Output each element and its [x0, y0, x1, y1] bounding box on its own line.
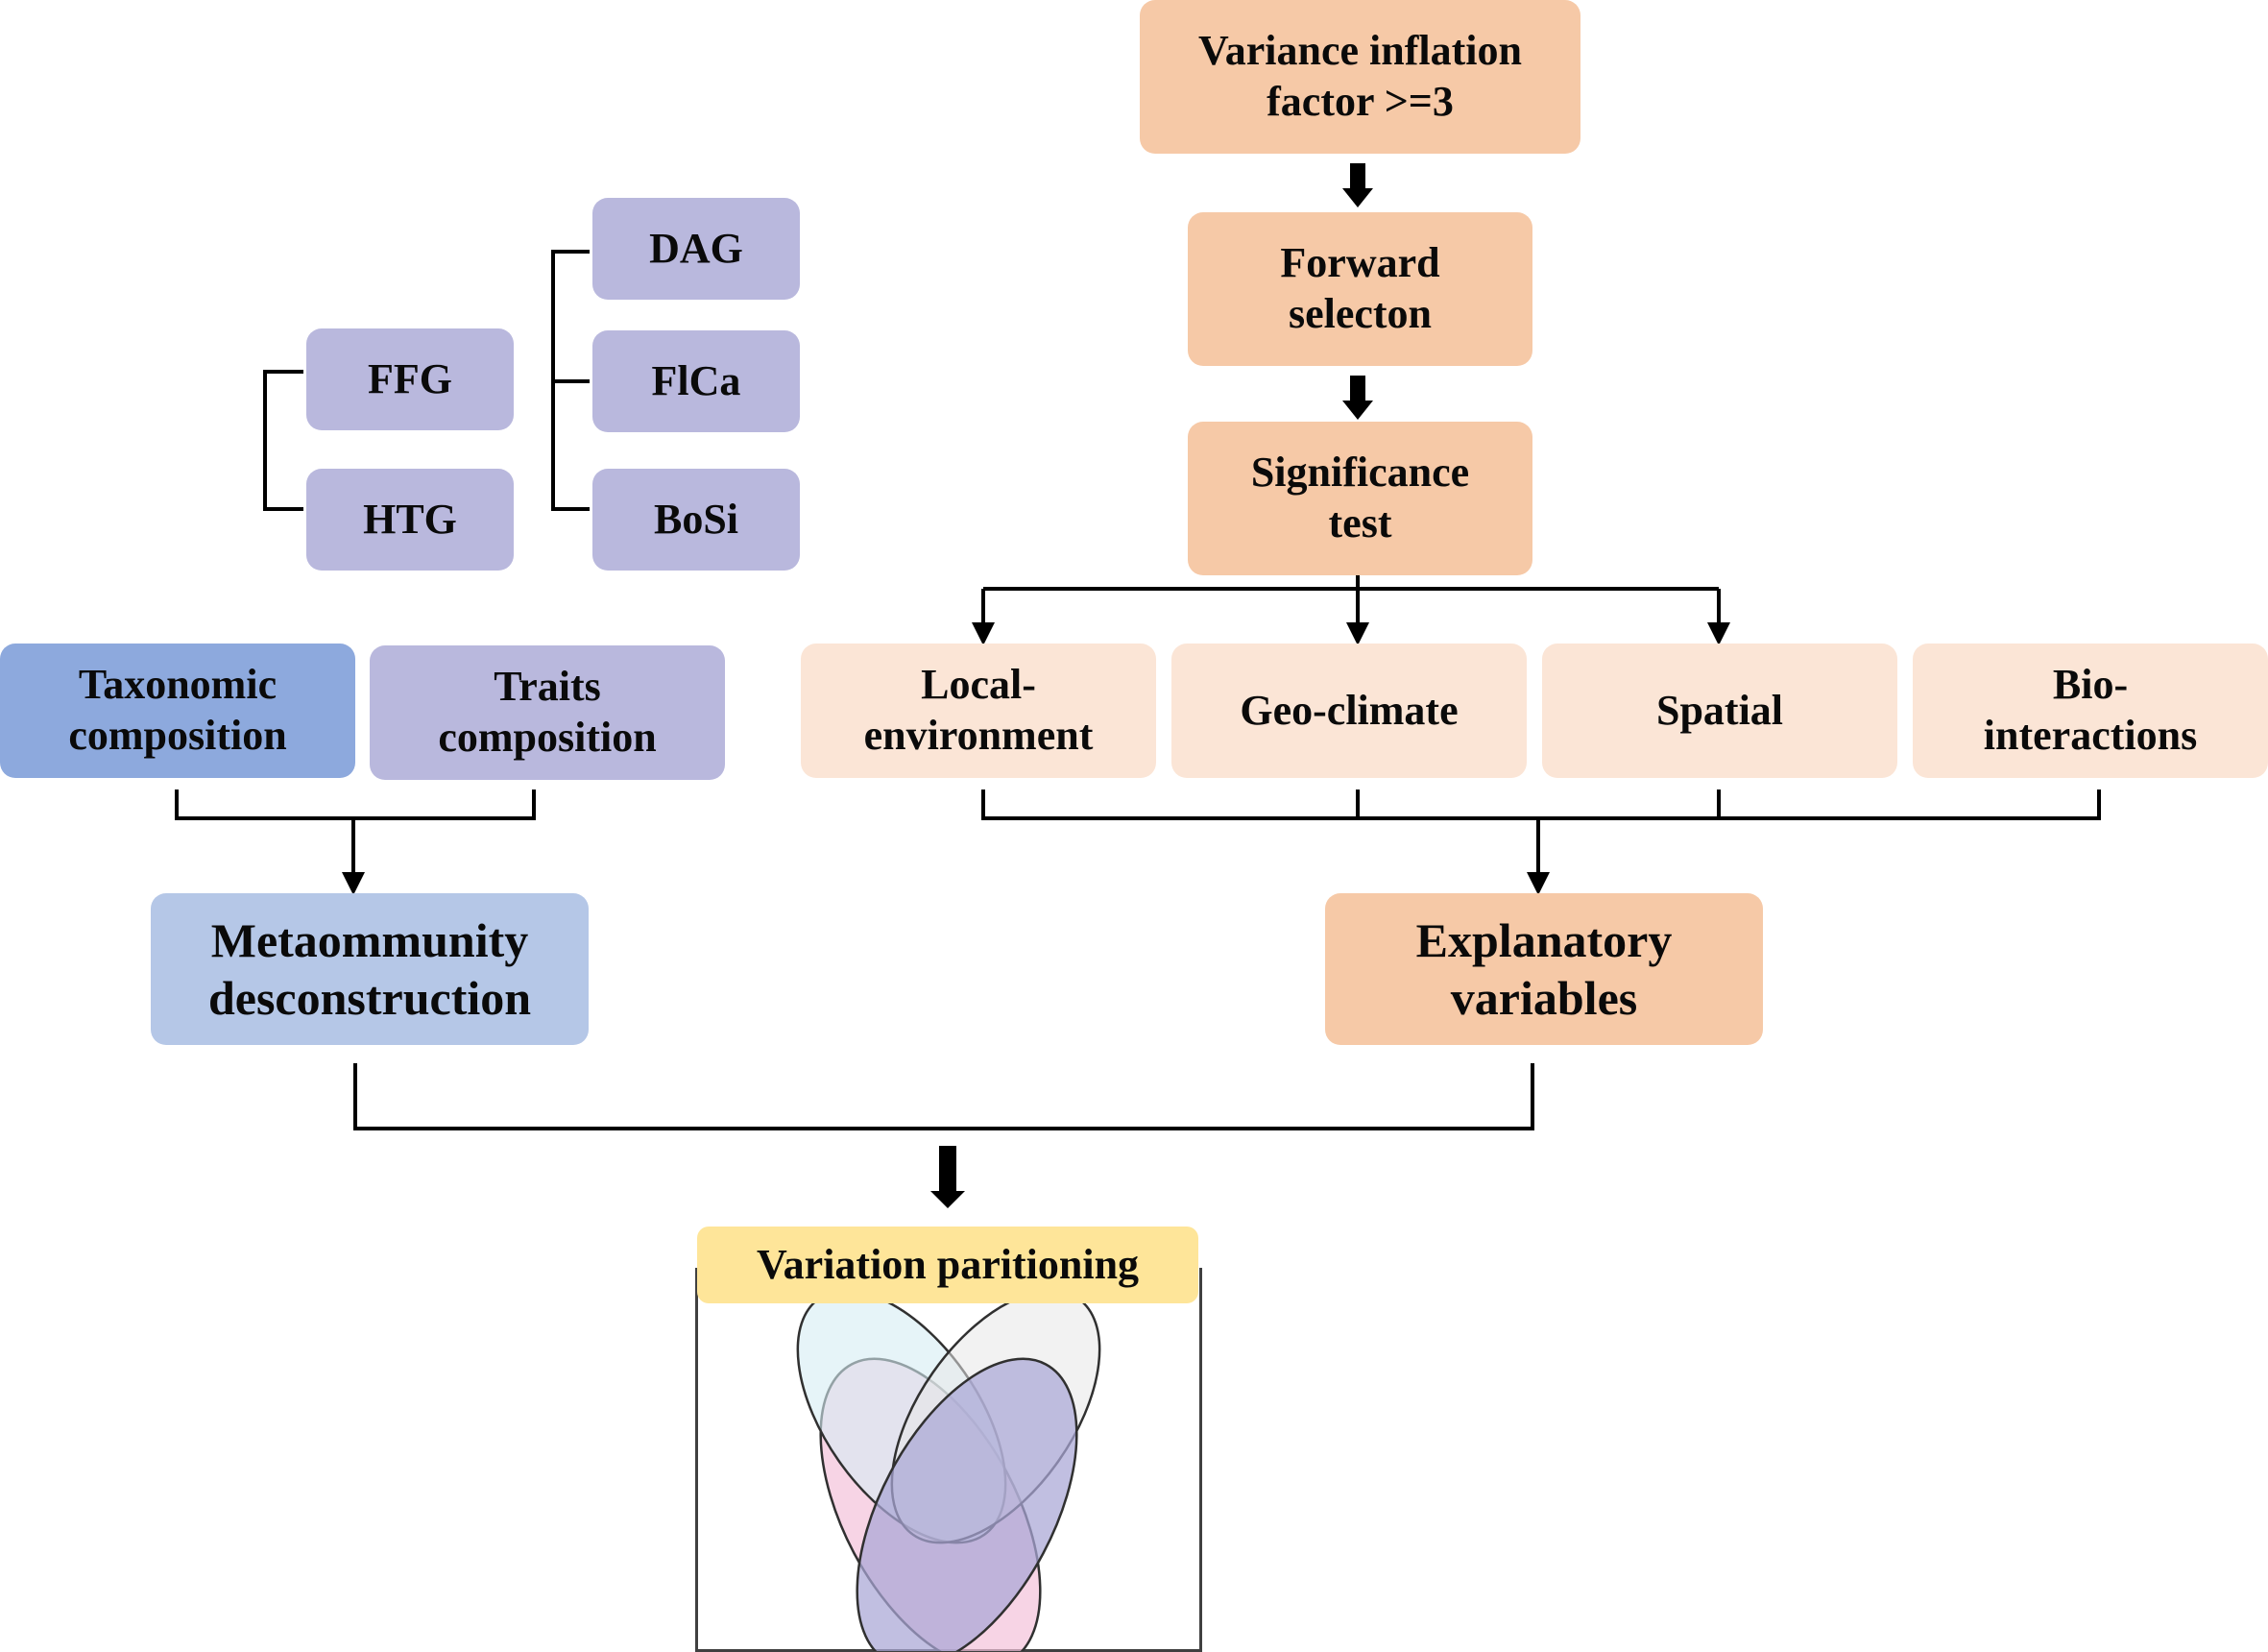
- category-geo-climate: Geo-climate: [1171, 644, 1527, 778]
- bosi-label: BoSi: [653, 495, 739, 543]
- metacommunity-box: Metaommunity desconstruction: [151, 893, 589, 1045]
- bio-interactions-label: Bio-interactions: [1983, 661, 2198, 759]
- htg-box: HTG: [306, 469, 514, 571]
- taxonomic-composition-box: Taxonomic composition: [0, 644, 355, 778]
- bracket-ffg-htg: [263, 370, 303, 511]
- significance-test-box: Significance test: [1188, 422, 1532, 575]
- thick-arrow-to-variation: [930, 1146, 965, 1208]
- merge-right-line: [981, 790, 2101, 820]
- taxonomic-composition-label: Taxonomic composition: [68, 661, 287, 759]
- local-environment-label: Local-environment: [863, 661, 1094, 759]
- traits-composition-box: Traits composition: [370, 645, 725, 780]
- category-local-environment: Local-environment: [801, 644, 1156, 778]
- variation-partitioning-box: Variation paritioning: [697, 1227, 1198, 1303]
- thick-arrow-forward-significance: [1342, 376, 1373, 420]
- bosi-box: BoSi: [592, 469, 800, 571]
- explanatory-variables-box: Explanatory variables: [1325, 893, 1763, 1045]
- traits-composition-label: Traits composition: [438, 663, 657, 761]
- bracket-dag-flca-bosi: [551, 250, 590, 511]
- spatial-label: Spatial: [1655, 686, 1784, 734]
- venn-diagram: [796, 1289, 1101, 1651]
- forward-selection-label: Forward selecton: [1280, 239, 1440, 337]
- explanatory-variables-label: Explanatory variables: [1415, 913, 1673, 1025]
- variation-partitioning-label: Variation paritioning: [756, 1240, 1140, 1288]
- merge-bottom-line: [353, 1063, 1534, 1130]
- flca-box: FlCa: [592, 330, 800, 432]
- forward-selection-box: Forward selecton: [1188, 212, 1532, 366]
- thick-arrow-vif-forward: [1342, 163, 1373, 207]
- vif-box: Variance inflation factor >=3: [1140, 0, 1580, 154]
- geo-climate-label: Geo-climate: [1240, 686, 1459, 734]
- htg-label: HTG: [363, 495, 457, 543]
- vif-label: Variance inflation factor >=3: [1198, 27, 1522, 125]
- category-bio-interactions: Bio-interactions: [1913, 644, 2268, 778]
- dag-label: DAG: [649, 224, 743, 272]
- category-spatial: Spatial: [1542, 644, 1897, 778]
- venn-ellipse-purple: [856, 1357, 1078, 1651]
- significance-test-label: Significance test: [1250, 449, 1470, 547]
- ffg-label: FFG: [368, 354, 452, 402]
- flca-label: FlCa: [651, 356, 741, 404]
- metacommunity-label: Metaommunity desconstruction: [207, 913, 532, 1025]
- dag-box: DAG: [592, 198, 800, 300]
- ffg-box: FFG: [306, 328, 514, 430]
- merge-left-line: [175, 790, 536, 820]
